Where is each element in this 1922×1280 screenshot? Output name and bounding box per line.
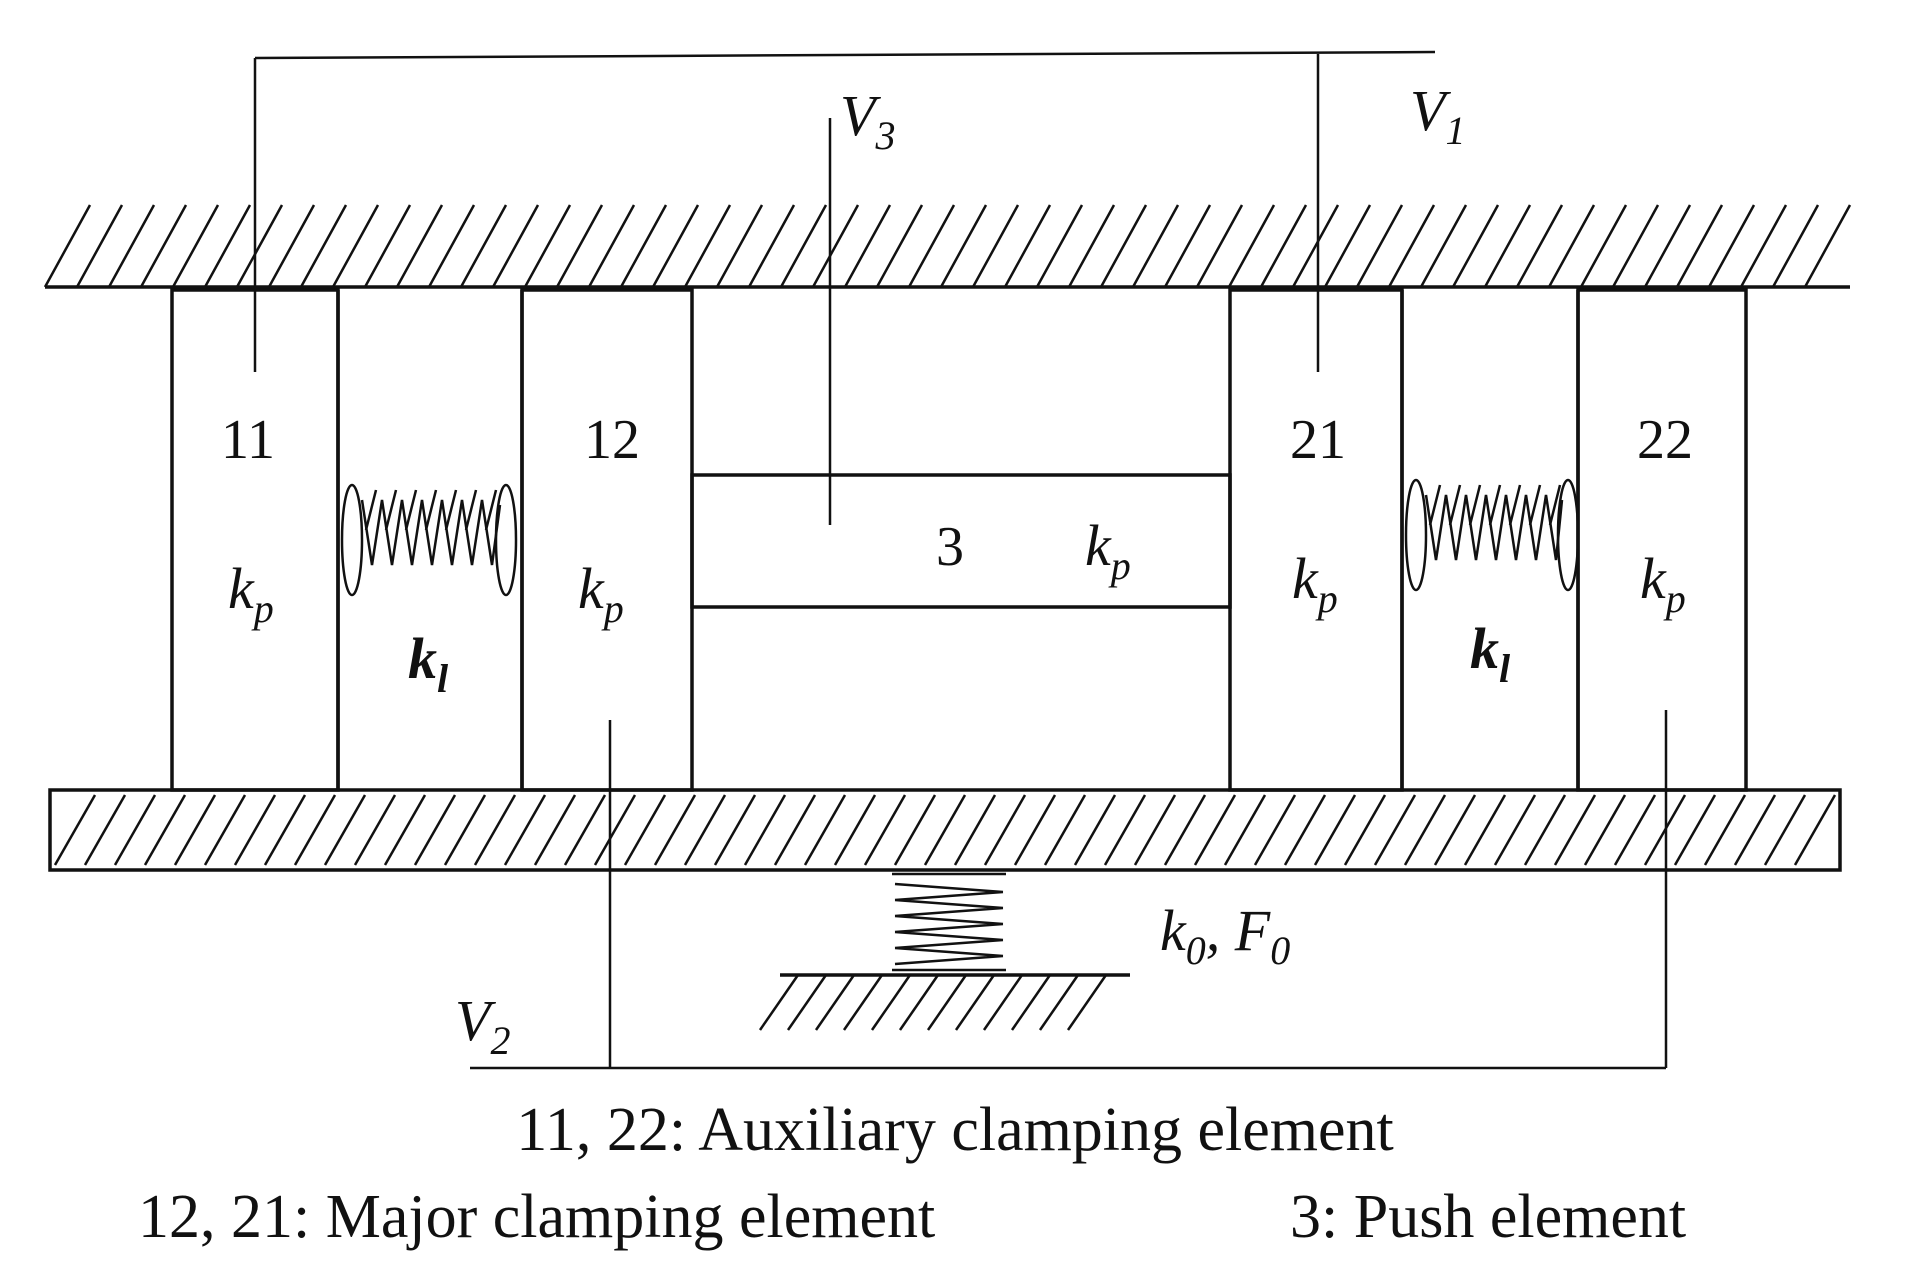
label-v2: V2 — [455, 988, 510, 1063]
v1-connector — [253, 50, 1436, 372]
label-element-22: 22 — [1637, 409, 1693, 471]
push-element-3 — [690, 473, 1232, 609]
label-kl-right: kl — [1470, 616, 1511, 691]
legend-line-2-left: 12, 21: Major clamping element — [138, 1183, 935, 1251]
bottom-plate — [48, 788, 1842, 872]
label-kp-12: kp — [578, 556, 624, 631]
bottom-spring-k0 — [892, 872, 1006, 972]
top-ground — [43, 204, 1852, 289]
block-22 — [1576, 288, 1748, 792]
v2-connector — [470, 710, 1668, 1070]
legend-line-2-right: 3: Push element — [1290, 1183, 1686, 1251]
k0-ground — [758, 973, 1130, 1031]
label-element-12: 12 — [584, 409, 640, 471]
left-spring-kl — [340, 483, 518, 597]
block-12 — [520, 288, 694, 792]
label-v3: V3 — [840, 83, 895, 158]
label-v1: V1 — [1410, 78, 1465, 153]
legend-line-1: 11, 22: Auxiliary clamping element — [516, 1096, 1394, 1164]
label-element-11: 11 — [221, 409, 275, 471]
label-kp-21: kp — [1292, 546, 1338, 621]
label-k0-f0: k0, F0 — [1160, 898, 1290, 973]
right-spring-kl — [1404, 478, 1580, 592]
label-kp-11: kp — [228, 556, 274, 631]
label-kl-left: kl — [408, 626, 449, 701]
label-element-21: 21 — [1290, 409, 1346, 471]
label-kp-22: kp — [1640, 546, 1686, 621]
block-21 — [1228, 288, 1404, 792]
label-kp-3: kp — [1085, 513, 1131, 588]
label-element-3: 3 — [936, 516, 964, 578]
